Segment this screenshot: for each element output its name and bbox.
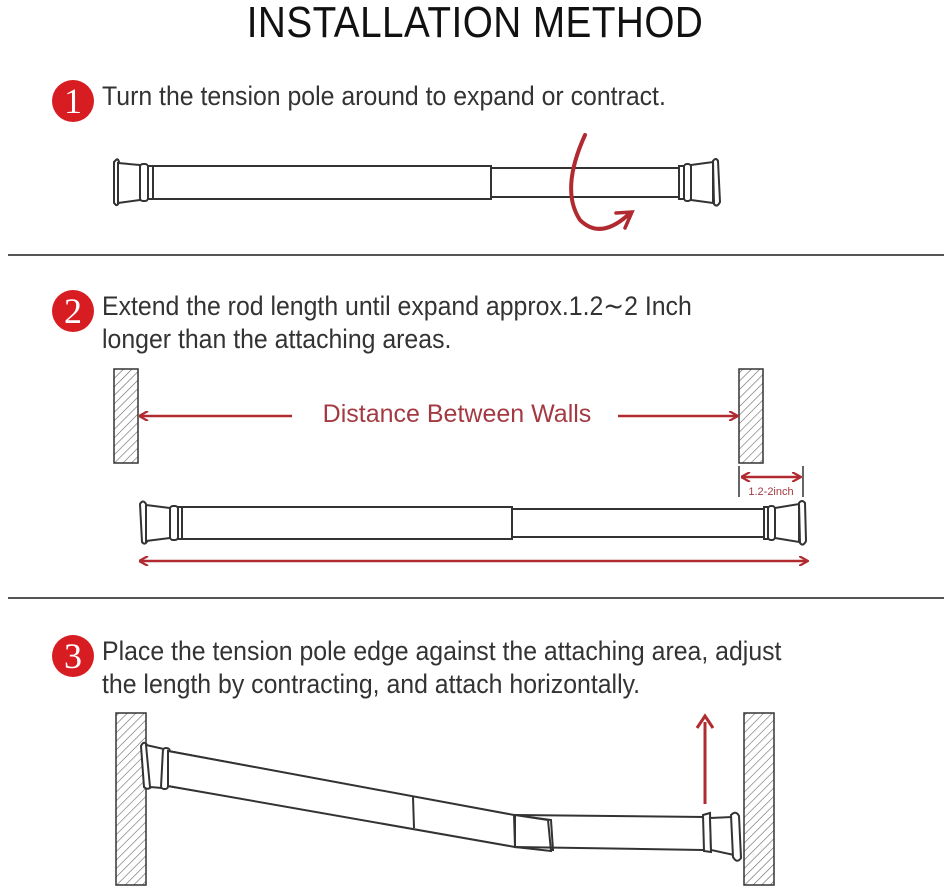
- tension-pole-figure-2: [138, 500, 808, 546]
- tension-pole-figure-3-right: [514, 811, 743, 862]
- step-number-badge: 1: [52, 80, 94, 122]
- extra-length-indicator: 1.2-2inch: [738, 466, 804, 498]
- distance-label: Distance Between Walls: [323, 400, 592, 428]
- right-wall: [738, 368, 764, 464]
- divider-1: [8, 254, 944, 256]
- left-wall-fig3: [115, 712, 147, 886]
- step-3-text: Place the tension pole edge against the …: [102, 635, 781, 701]
- step-1: 1 Turn the tension pole around to expand…: [52, 80, 715, 122]
- step-number-badge: 3: [52, 635, 94, 677]
- up-arrow-icon: [695, 713, 715, 804]
- step-1-text: Turn the tension pole around to expand o…: [102, 80, 666, 113]
- divider-2: [8, 597, 944, 599]
- tension-pole-figure-3: [139, 741, 555, 852]
- tension-pole-figure-1: [113, 158, 722, 207]
- left-wall: [113, 368, 139, 464]
- step-1-line-1: Turn the tension pole around to expand o…: [102, 81, 666, 111]
- step-2: 2 Extend the rod length until expand app…: [52, 290, 743, 356]
- step-2-text: Extend the rod length until expand appro…: [102, 290, 692, 356]
- extra-length-label: 1.2-2inch: [748, 486, 793, 498]
- page-title: INSTALLATION METHOD: [246, 0, 704, 47]
- step-3-line-1: Place the tension pole edge against the …: [102, 636, 782, 666]
- step-3-line-2: the length by contracting, and attach ho…: [102, 669, 641, 699]
- rotate-arrow-icon: [569, 133, 635, 231]
- step-3: 3 Place the tension pole edge against th…: [52, 635, 841, 701]
- step-2-line-2: longer than the attaching areas.: [102, 324, 452, 354]
- right-wall-fig3: [743, 712, 775, 886]
- step-2-line-1: Extend the rod length until expand appro…: [102, 291, 692, 321]
- step-number-badge: 2: [52, 290, 94, 332]
